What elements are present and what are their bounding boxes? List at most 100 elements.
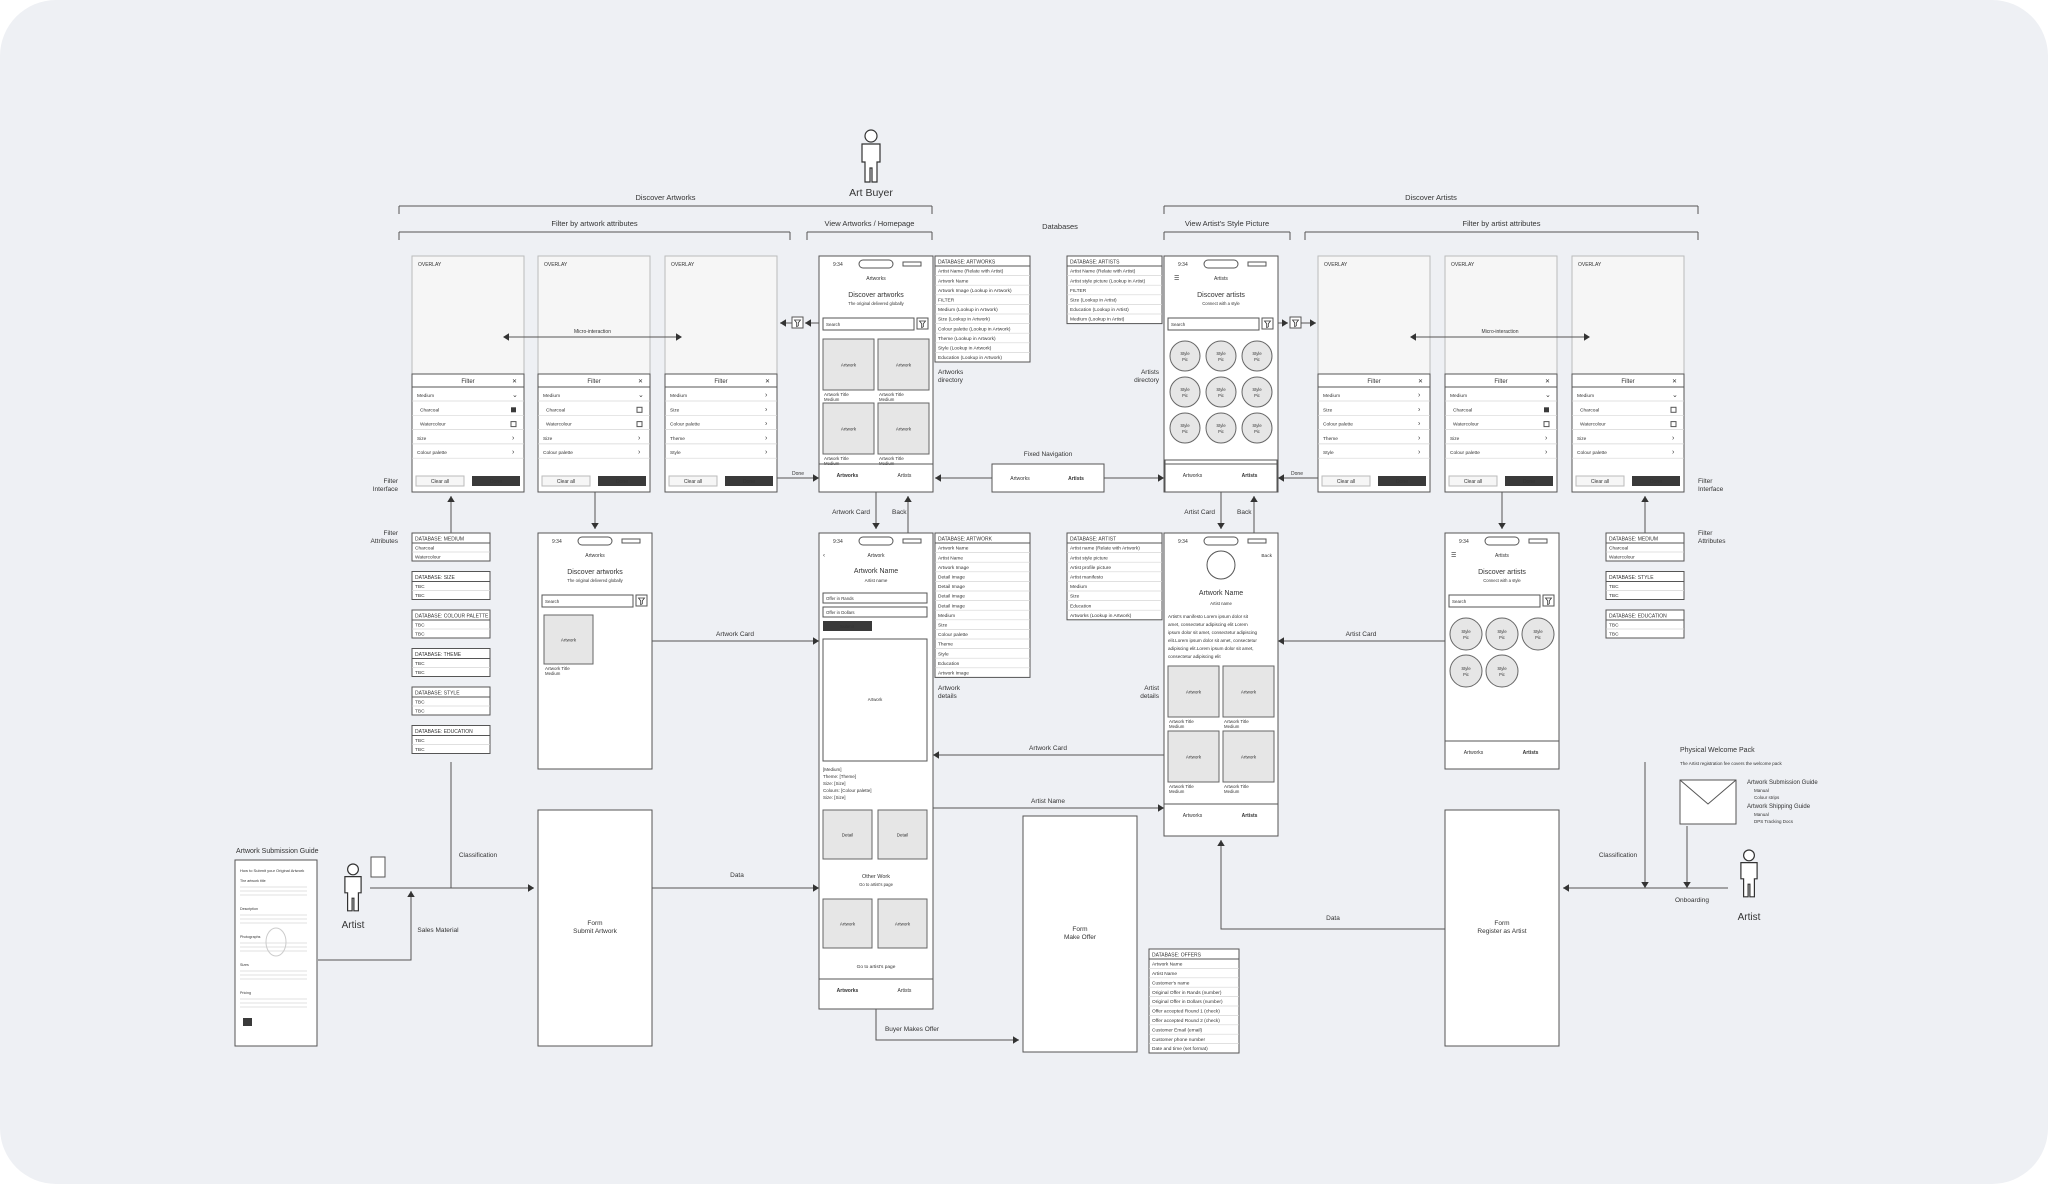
filter-title: Filter xyxy=(714,379,727,385)
arrow-head xyxy=(933,751,939,759)
artwork-card-image xyxy=(1167,730,1220,783)
style-pic-label: Pic xyxy=(1463,672,1469,677)
status-battery xyxy=(1247,538,1267,544)
filter-icon xyxy=(916,317,929,330)
artwork-card-label: Detail xyxy=(842,833,854,838)
done-button xyxy=(598,476,646,486)
artwork-card-image xyxy=(1167,665,1220,718)
artwork-card-label: Artwork xyxy=(1241,690,1257,695)
style-pic-label: Style xyxy=(1180,423,1190,428)
filter-row-label: Charcoal xyxy=(1580,407,1599,413)
bracket-label: Discover Artists xyxy=(1405,193,1457,202)
style-pic-label: Pic xyxy=(1463,635,1469,640)
db-table-frame xyxy=(411,686,491,716)
filter-icon xyxy=(1289,316,1302,329)
db-row-value: Customer's name xyxy=(1152,980,1190,986)
checkbox xyxy=(510,421,517,428)
artwork-info-line: [Medium] xyxy=(823,767,842,772)
db-row-value: Artwork Image xyxy=(938,671,969,677)
status-time: 9:34 xyxy=(833,539,843,545)
person-body xyxy=(1740,862,1758,898)
style-pic-label: Style xyxy=(1252,423,1262,428)
offer-rands-placeholder: Offer in Rands xyxy=(826,596,854,601)
style-pic-circle xyxy=(1205,340,1237,372)
style-pic-circle xyxy=(1241,340,1273,372)
artwork-card-image xyxy=(543,614,594,665)
fixed-nav-artworks: Artworks xyxy=(1010,476,1030,482)
artist-left-figure xyxy=(344,863,362,912)
tab-artworks: Artworks xyxy=(1183,813,1203,819)
artist-subheading: Artist name xyxy=(1210,601,1232,606)
chevron-icon: › xyxy=(512,449,515,456)
register-data-to-artist xyxy=(1220,840,1445,930)
arrow-head xyxy=(1278,637,1284,645)
chevron-icon: › xyxy=(1545,449,1548,456)
db-row-value: Watercolour xyxy=(415,554,441,560)
filter-title: Filter xyxy=(1367,379,1380,385)
style-pic-label: Pic xyxy=(1535,635,1541,640)
artwork-card-sub: Medium xyxy=(1224,724,1240,729)
fixed-nav-frame xyxy=(991,463,1105,493)
db-row-value: TBC xyxy=(415,661,425,667)
style-pic-label: Pic xyxy=(1218,393,1224,398)
db-row-value: Artwork Image (Lookup in Artwork) xyxy=(938,288,1012,294)
db-table-title: DATABASE: EDUCATION xyxy=(415,729,473,735)
filter-sheet xyxy=(664,373,778,493)
status-battery xyxy=(902,261,922,267)
arrow-head xyxy=(676,333,682,341)
artwork-info-line: Colours: [Colour palette] xyxy=(823,788,872,793)
status-time: 9:34 xyxy=(833,262,843,268)
filter-row-label: Medium xyxy=(1577,393,1594,399)
db-row-value: Artist manifesto xyxy=(1070,575,1103,581)
style-pic-label: Style xyxy=(1216,423,1226,428)
data-label-right: Data xyxy=(1326,915,1340,922)
filter-sheet xyxy=(411,373,525,493)
screen-subheading: Connect with a style xyxy=(1483,578,1521,583)
style-pic-label: Pic xyxy=(1499,672,1505,677)
chevron-icon: › xyxy=(1418,406,1421,413)
db-row-value: TBC xyxy=(415,584,425,590)
nav-title: Artists xyxy=(1495,553,1509,559)
overlay-label: OVERLAY xyxy=(1578,262,1602,268)
screen-subheading: Connect with a style xyxy=(1202,301,1240,306)
db-row-value: Size xyxy=(1070,594,1080,600)
filter-row-label: Medium xyxy=(670,393,687,399)
close-icon: ✕ xyxy=(765,379,770,385)
db-row-value: Offer accepted Round 2 (check) xyxy=(1152,1018,1220,1024)
status-battery xyxy=(1247,261,1267,267)
style-pic-label: Style xyxy=(1461,666,1471,671)
discover-artists-bracket: Discover Artists xyxy=(1163,193,1699,214)
filter-row-label: Medium xyxy=(1323,393,1340,399)
welcome-sub: The Artist registration fee covers the w… xyxy=(1680,761,1783,766)
style-pic-label: Pic xyxy=(1182,393,1188,398)
filter-row-label: Charcoal xyxy=(420,407,439,413)
chevron-icon: › xyxy=(512,435,515,442)
artwork-card-title: Artwork Title xyxy=(879,392,904,397)
screen-subheading: The original delivered globally xyxy=(848,301,904,306)
db-table-title: DATABASE: MEDIUM xyxy=(1609,537,1658,543)
other-work-sub: Go to artist's page xyxy=(859,882,894,887)
chevron-icon: ⌄ xyxy=(512,392,518,399)
chevron-icon: › xyxy=(765,449,768,456)
artwork-info-line: Theme: [Theme] xyxy=(823,774,856,779)
db-row-value: Detail Image xyxy=(938,603,965,609)
style-pic-label: Style xyxy=(1461,629,1471,634)
artist-name: Artist name xyxy=(865,578,888,583)
filter-artwork-attrs-bracket: Filter by artwork attributes xyxy=(398,219,791,240)
filter-row-label: Size xyxy=(417,436,427,442)
db-row-value: Date and time (set format) xyxy=(1152,1046,1208,1052)
style-pic-label: Pic xyxy=(1254,357,1260,362)
artist-name-label: Artist Name xyxy=(1031,798,1065,805)
artwork-card-image xyxy=(877,338,930,391)
funnel-icon xyxy=(1544,597,1553,606)
tab-artists: Artists xyxy=(898,473,912,479)
arrow-head xyxy=(1250,496,1258,502)
back-link: Back xyxy=(1261,553,1272,559)
